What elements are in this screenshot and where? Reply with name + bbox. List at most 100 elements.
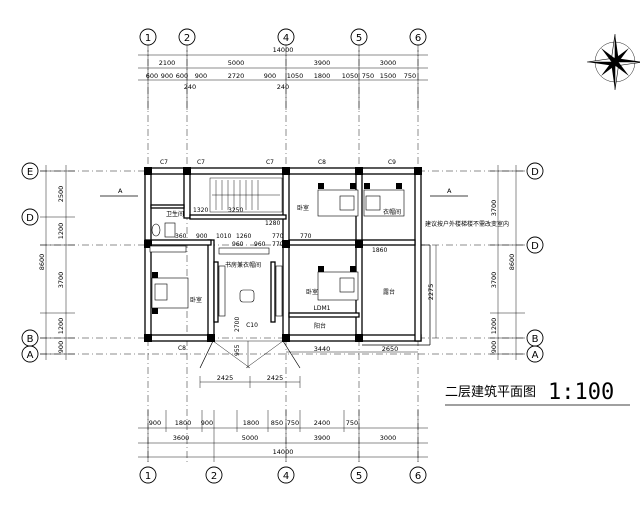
svg-text:960: 960 [232,241,244,248]
svg-text:D: D [531,167,539,178]
drawing-title: 二层建筑平面图 1:100 [445,380,630,406]
axis-bubble-top-2: 2 [178,28,196,46]
svg-text:3600: 3600 [173,434,190,442]
toilet [151,222,176,238]
svg-text:1800: 1800 [243,419,260,427]
axis-bubble-right-D2: D [526,236,544,254]
svg-text:1010: 1010 [216,233,231,240]
svg-text:900: 900 [264,72,276,80]
svg-text:4: 4 [283,471,289,482]
svg-text:2: 2 [184,33,190,44]
svg-text:1200: 1200 [57,223,65,240]
svg-text:1: 1 [145,33,151,44]
svg-text:E: E [27,167,33,178]
svg-text:二层建筑平面图: 二层建筑平面图 [445,384,536,400]
svg-text:3700: 3700 [57,272,65,289]
svg-text:2720: 2720 [228,72,245,80]
svg-text:14000: 14000 [273,46,294,54]
svg-text:A: A [118,187,123,195]
svg-text:3700: 3700 [490,272,498,289]
balcony-outline [362,244,431,346]
opening-label-c9: C9 [388,159,396,166]
svg-text:770: 770 [272,233,284,240]
svg-text:1800: 1800 [175,419,192,427]
svg-text:1200: 1200 [57,318,65,335]
axis-bubble-bottom-6: 6 [409,466,427,484]
axis-bubble-top-5: 5 [350,28,368,46]
section-mark-left: A [100,187,138,197]
room-terrace: 露台 [383,288,395,296]
dimension-under: 3440 2650 2425 2425 [199,345,418,388]
room-bedroom-c: 卧室 [306,288,318,296]
svg-text:900: 900 [149,419,161,427]
svg-text:750: 750 [404,72,416,80]
svg-text:900: 900 [201,419,213,427]
dimension-left: 8600 2500 1200 3700 1200 900 [38,165,75,360]
svg-text:5: 5 [356,471,362,482]
bed-nw [317,183,359,217]
opening-label-c10: C10 [246,322,258,329]
svg-text:5000: 5000 [242,434,259,442]
svg-text:2: 2 [211,471,217,482]
svg-text:240: 240 [277,83,289,91]
svg-text:8600: 8600 [508,254,516,271]
svg-text:2425: 2425 [267,374,284,382]
svg-text:750: 750 [287,419,299,427]
svg-text:2700: 2700 [234,317,241,332]
svg-text:2100: 2100 [159,59,176,67]
opening-label-c7-3: C7 [266,159,274,166]
axis-bubble-right-A: A [526,345,544,363]
svg-text:240: 240 [184,83,196,91]
svg-text:A: A [532,350,539,361]
svg-text:D: D [26,213,34,224]
svg-text:4: 4 [283,33,289,44]
svg-text:960: 960 [254,241,266,248]
svg-text:1280: 1280 [265,220,280,227]
svg-text:1:100: 1:100 [548,380,614,405]
svg-text:1260: 1260 [236,233,251,240]
svg-text:5: 5 [356,33,362,44]
room-bedroom-nw: 卧室 [297,204,309,212]
axis-bubble-bottom-5: 5 [350,466,368,484]
axis-bubble-bottom-1: 1 [139,466,157,484]
porch [199,340,301,369]
door-label-ldm1: LDM1 [314,305,331,312]
svg-text:2275: 2275 [427,284,435,301]
svg-text:1320: 1320 [193,207,208,214]
svg-text:1050: 1050 [342,72,359,80]
interior-dimensions: 1320 3250 1280 900 1010 360 1260 960 770… [175,207,387,356]
svg-text:1860: 1860 [372,247,387,254]
opening-label-c8-bottom: C8 [178,345,186,352]
svg-text:750: 750 [346,419,358,427]
axis-bubble-right-D1: D [526,162,544,180]
svg-text:770: 770 [272,241,284,248]
dimension-bottom: 900 1800 900 1800 850 750 2400 750 3600 … [138,410,428,462]
structural-columns [144,167,422,342]
svg-text:2500: 2500 [57,186,65,203]
svg-text:600: 600 [146,72,158,80]
opening-label-c8: C8 [318,159,326,166]
svg-text:770: 770 [300,233,312,240]
svg-text:A: A [27,350,34,361]
axis-bubble-left-A: A [21,345,39,363]
svg-text:3900: 3900 [314,434,331,442]
svg-text:1: 1 [145,471,151,482]
bed-w [151,272,189,314]
svg-text:1050: 1050 [287,72,304,80]
svg-text:B: B [532,334,539,345]
axis-bubble-top-6: 6 [409,28,427,46]
svg-text:900: 900 [490,341,498,353]
axis-bubble-right-B: B [526,329,544,347]
room-bathroom: 卫生间 [166,210,184,218]
wardrobes [149,245,283,317]
svg-text:1800: 1800 [314,72,331,80]
svg-text:3440: 3440 [314,345,331,353]
svg-text:A: A [447,187,452,195]
axis-bubble-left-D: D [21,208,39,226]
svg-text:360: 360 [175,233,187,240]
compass-icon [586,33,640,91]
svg-text:D: D [531,241,539,252]
svg-text:3250: 3250 [228,207,243,214]
svg-text:1500: 1500 [380,72,397,80]
